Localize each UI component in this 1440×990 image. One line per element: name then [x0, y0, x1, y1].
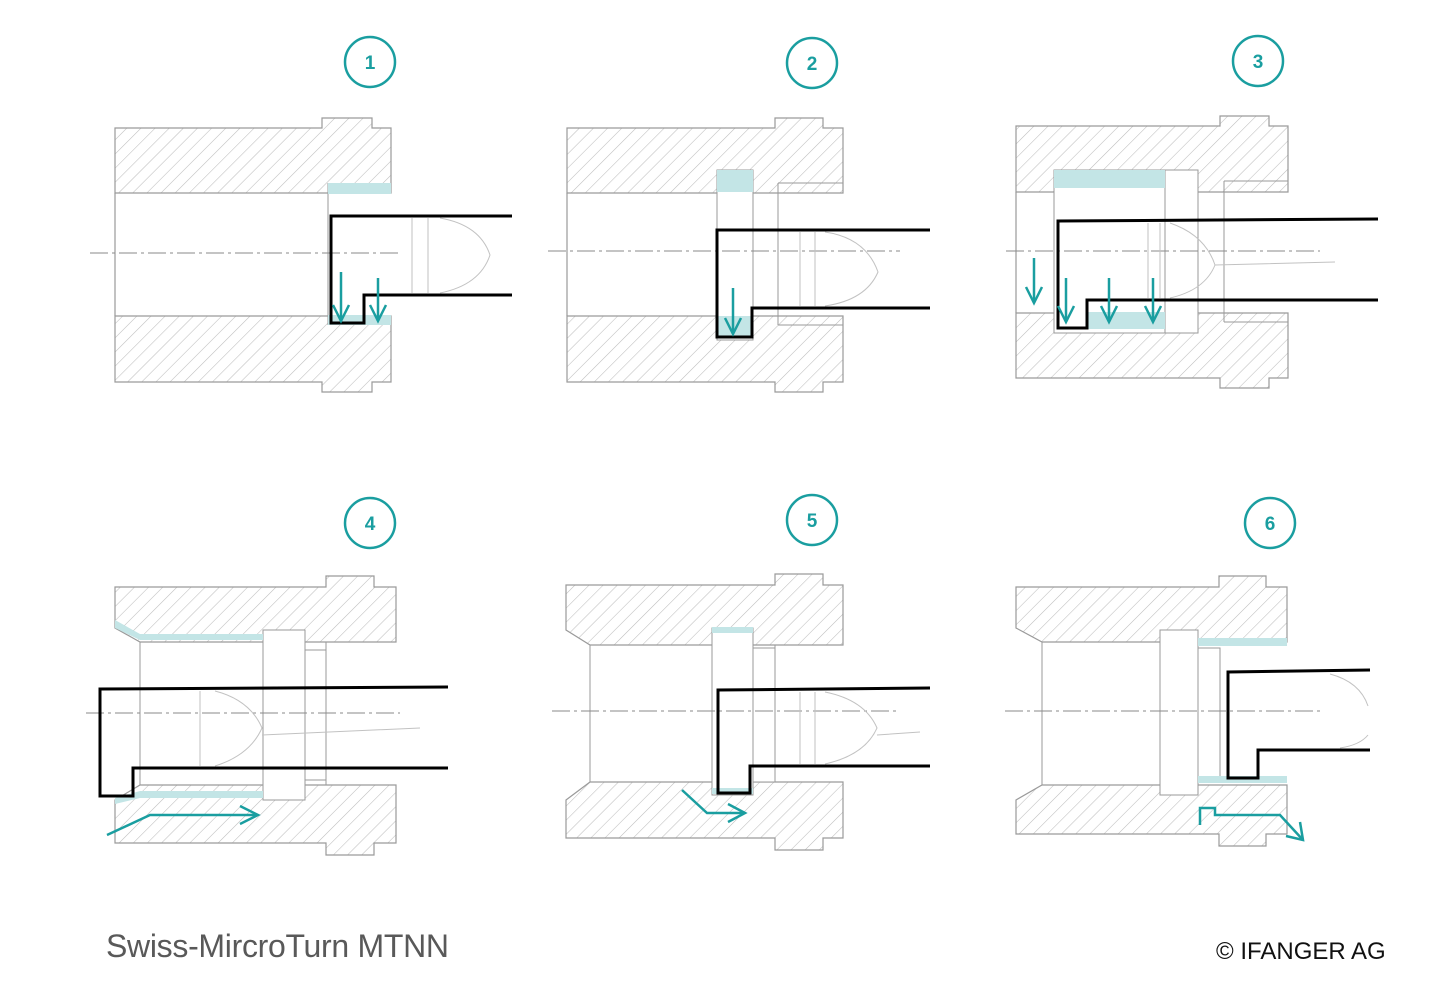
workpiece-section	[566, 117, 844, 393]
step-6-panel: 6	[1005, 496, 1371, 847]
step-number: 1	[365, 53, 376, 74]
cut-direction-arrow	[106, 804, 261, 837]
removed-material	[717, 170, 753, 192]
cut-direction-arrow	[1198, 806, 1305, 842]
removed-material	[717, 316, 753, 338]
removed-material	[1054, 170, 1165, 188]
workpiece-section	[114, 575, 397, 856]
removed-material	[328, 315, 391, 325]
step-number-badge	[785, 36, 839, 90]
removed-material	[1198, 638, 1287, 646]
boring-tool	[716, 686, 931, 795]
copyright-notice: © IFANGER AG	[1216, 938, 1386, 965]
step-4-panel: 4	[86, 496, 449, 856]
workpiece-section	[114, 117, 392, 393]
step-number-badge	[1231, 34, 1285, 88]
workpiece-section	[1015, 575, 1288, 847]
cut-direction-arrow	[331, 272, 388, 324]
step-number-badge	[343, 35, 397, 89]
step-3-panel: 3	[1006, 34, 1379, 389]
step-number-badge	[343, 496, 397, 550]
removed-material	[712, 627, 753, 633]
step-number: 4	[365, 514, 376, 535]
removed-material	[328, 183, 391, 194]
boring-tool	[98, 685, 449, 798]
caption-title: Swiss-MircroTurn MTNN	[106, 928, 449, 964]
removed-material	[712, 788, 753, 794]
step-number-badge	[1243, 496, 1297, 550]
step-number: 5	[807, 511, 818, 532]
step-number: 2	[807, 54, 818, 75]
cut-direction-arrow	[1024, 258, 1163, 325]
boring-tool	[329, 214, 512, 325]
step-number: 6	[1265, 514, 1276, 535]
boring-tool	[1226, 668, 1371, 780]
removed-material	[115, 791, 263, 804]
boring-tool	[1056, 217, 1379, 330]
removed-material	[115, 620, 263, 640]
step-1-panel: 1	[90, 35, 512, 393]
step-number: 3	[1253, 52, 1264, 73]
cut-direction-arrow	[723, 288, 743, 337]
step-2-panel: 2	[548, 36, 930, 393]
boring-tool	[715, 228, 930, 339]
workpiece-section	[565, 573, 844, 851]
step-5-panel: 5	[552, 493, 931, 851]
step-number-badge	[785, 493, 839, 547]
cut-direction-arrow	[681, 789, 748, 824]
